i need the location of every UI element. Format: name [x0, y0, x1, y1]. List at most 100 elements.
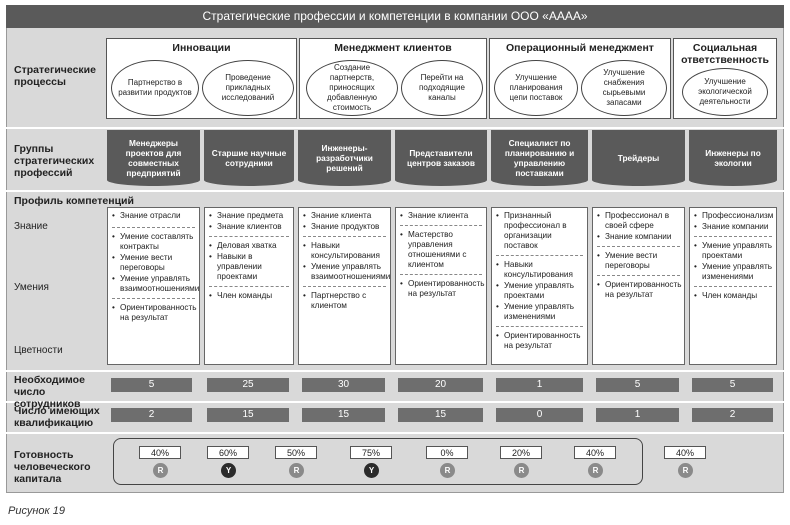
label-knowledge: Знание [14, 221, 48, 232]
needed-count: 20 [398, 378, 483, 392]
profile-card: Знание клиента Мастерство управления отн… [395, 207, 487, 365]
profile-item: Знание клиента [400, 211, 482, 221]
separator [6, 432, 784, 434]
process-item: Проведение прикладных исследований [202, 60, 294, 116]
group-tab: Трейдеры [592, 130, 685, 186]
group-tab: Представители центров заказов [395, 130, 487, 186]
divider [112, 298, 195, 299]
needed-count: 5 [596, 378, 679, 392]
divider [597, 246, 680, 247]
group-tab: Инженеры по экологии [689, 130, 777, 186]
process-item: Создание партнерств, приносящих добавлен… [306, 60, 398, 116]
profile-item: Признанный профессионал в организации по… [496, 211, 583, 251]
needed-count: 30 [302, 378, 385, 392]
profile-item: Профессионализм [694, 211, 773, 221]
profile-item: Умение управлять изменениями [496, 302, 583, 322]
profile-card: Знание предметаЗнание клиентов Деловая х… [204, 207, 294, 365]
qualified-count: 1 [596, 408, 679, 422]
profile-item: Умение вести переговоры [597, 251, 680, 271]
divider [496, 255, 583, 256]
readiness-percent: 40% [664, 446, 706, 459]
profile-item: Знание отрасли [112, 211, 195, 221]
label-readiness: Готовность человеческого капитала [14, 449, 91, 485]
profile-item: Мастерство управления отношениями с клие… [400, 230, 482, 270]
readiness-frame [113, 438, 643, 485]
process-item: Улучшение планирования цепи поставок [494, 60, 578, 116]
figure-caption: Рисунок 19 [8, 505, 65, 517]
status-badge: R [440, 463, 455, 478]
profile-item: Ориентированность на результат [400, 279, 485, 299]
divider [694, 286, 772, 287]
readiness-percent: 40% [139, 446, 181, 459]
profile-item: Член команды [694, 291, 772, 301]
profile-item: Умение вести переговоры [112, 253, 195, 273]
label-strategic-processes: Стратегические процессы [14, 64, 96, 88]
divider [496, 326, 583, 327]
readiness-percent: 0% [426, 446, 468, 459]
divider [303, 286, 386, 287]
profile-item: Навыки в управлении проектами [209, 252, 289, 282]
label-qualified: Число имеющих квалификацию [14, 405, 100, 429]
label-needed: Необходимое число сотрудников [14, 374, 85, 410]
status-badge: Y [364, 463, 379, 478]
process-item: Перейти на подходящие каналы [401, 60, 483, 116]
divider [209, 286, 289, 287]
qualified-count: 2 [692, 408, 773, 422]
profile-item: Умение управлять взаимоотношениями [112, 274, 199, 294]
divider [112, 227, 195, 228]
readiness-percent: 60% [207, 446, 249, 459]
divider [694, 236, 772, 237]
profile-item: Знание компании [597, 232, 680, 242]
qualified-count: 15 [398, 408, 483, 422]
profile-item: Навыки консультирования [496, 260, 583, 280]
needed-count: 5 [692, 378, 773, 392]
label-groups: Группы стратегических профессий [14, 143, 95, 179]
profile-item: Ориентированность на результат [112, 303, 197, 323]
divider [597, 275, 680, 276]
qualified-count: 15 [207, 408, 289, 422]
profile-item: Партнерство с клиентом [303, 291, 386, 311]
label-profile: Профиль компетенций [14, 195, 134, 207]
process-social-responsibility: Социальная ответственность Улучшение эко… [673, 38, 777, 119]
status-badge: R [588, 463, 603, 478]
label-values: Цветности [14, 345, 63, 356]
profile-card: Знание отрасли Умение составлять контрак… [107, 207, 200, 365]
needed-count: 1 [496, 378, 583, 392]
profile-item: Профессионал в своей сфере [597, 211, 680, 231]
profile-item: Знание компании [694, 222, 772, 232]
divider [400, 274, 482, 275]
status-badge: Y [221, 463, 236, 478]
diagram-title: Стратегические профессии и компетенции в… [6, 5, 784, 28]
process-title: Социальная ответственность [681, 42, 769, 66]
divider [303, 236, 386, 237]
process-item: Улучшение экологической деятельности [682, 68, 768, 116]
profile-item: Знание продуктов [303, 222, 386, 232]
profile-item: Умение управлять изменениями [694, 262, 772, 282]
profile-item: Деловая хватка [209, 241, 289, 251]
needed-count: 5 [111, 378, 192, 392]
profile-item: Умение управлять проектами [694, 241, 772, 261]
profile-item: Знание клиента [303, 211, 386, 221]
profile-item: Умение управлять взаимоотношениями [303, 262, 390, 282]
readiness-percent: 50% [275, 446, 317, 459]
group-tab: Специалист по планированию и управлению … [491, 130, 588, 186]
profile-item: Ориентированность на результат [597, 280, 682, 300]
status-badge: R [514, 463, 529, 478]
divider [209, 236, 289, 237]
profile-item: Член команды [209, 291, 289, 301]
group-tab: Менеджеры проектов для совместных предпр… [107, 130, 200, 186]
qualified-count: 0 [496, 408, 583, 422]
group-tab: Инженеры-разработчики решений [298, 130, 391, 186]
status-badge: R [289, 463, 304, 478]
profile-card: Профессионал в своей сфереЗнание компани… [592, 207, 685, 365]
qualified-count: 15 [302, 408, 385, 422]
process-item: Улучшение снабжения сырьевыми запасами [581, 60, 667, 116]
profile-card: Знание клиентаЗнание продуктов Навыки ко… [298, 207, 391, 365]
separator [6, 127, 784, 129]
process-client-management: Менеджмент клиентов Создание партнерств,… [299, 38, 487, 119]
process-title: Операционный менеджмент [506, 42, 654, 54]
profile-card: ПрофессионализмЗнание компании Умение уп… [689, 207, 777, 365]
status-badge: R [678, 463, 693, 478]
status-badge: R [153, 463, 168, 478]
process-title: Инновации [172, 42, 231, 54]
